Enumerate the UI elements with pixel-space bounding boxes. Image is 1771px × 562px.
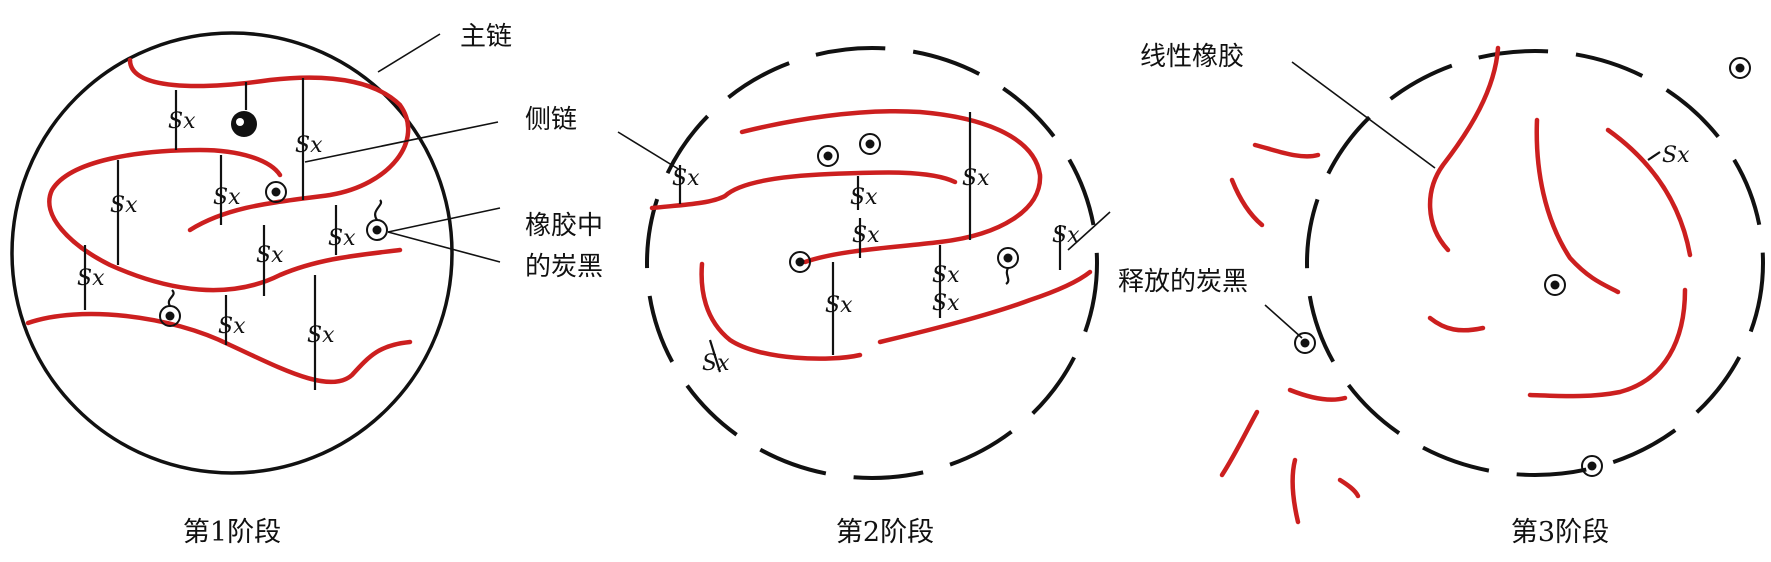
stage-2-boundary <box>645 46 1099 480</box>
label-linear-rubber: 线性橡胶 <box>1140 42 1244 72</box>
rubber-main-chain <box>649 170 958 211</box>
linear-rubber-fragment <box>1534 117 1621 295</box>
rubber-main-chain <box>25 311 413 385</box>
linear-rubber-fragment <box>1427 45 1501 253</box>
carbon-black-particle <box>1581 455 1603 477</box>
crosslink-symbol: Sx <box>168 109 196 134</box>
rubber-main-chain <box>739 108 1043 265</box>
rubber-main-chain <box>127 57 411 233</box>
label-side-chain: 侧链 <box>525 105 577 135</box>
leader-line-carbon-black <box>387 207 501 233</box>
carbon-black-particle <box>366 199 388 241</box>
stage-1-boundary <box>10 31 454 475</box>
label-carbon-black-line2: 的炭黑 <box>525 252 603 282</box>
crosslink-bond <box>708 339 722 373</box>
linear-rubber-fragment <box>1229 177 1265 228</box>
leader-line-side-chain <box>304 121 499 163</box>
crosslink-symbol: Sx <box>850 185 878 210</box>
crosslink-symbol: Sx <box>110 193 138 218</box>
linear-rubber-fragment <box>1427 315 1486 333</box>
crosslink-symbol: Sx <box>702 351 730 376</box>
crosslink-symbol: Sx <box>825 293 853 318</box>
linear-rubber-fragment <box>1605 127 1693 258</box>
rubber-main-chain <box>877 269 1093 345</box>
linear-rubber-fragment <box>1527 287 1688 399</box>
linear-rubber-fragment <box>1287 387 1348 402</box>
crosslink-symbol: Sx <box>218 314 246 339</box>
leader-line-main-chain <box>377 33 441 73</box>
carbon-black-particle <box>789 251 811 273</box>
leader-line-carbon-black <box>387 231 501 263</box>
crosslink-symbol: Sx <box>932 263 960 288</box>
carbon-black-particle <box>265 181 287 203</box>
crosslink-symbol: Sx <box>1052 223 1080 248</box>
stage-1-label: 第1阶段 <box>183 517 281 548</box>
stage-3-panel: Sx <box>1219 45 1765 525</box>
stage-3-boundary <box>1305 49 1765 477</box>
crosslink-bond <box>1647 151 1661 161</box>
crosslink-symbol: Sx <box>328 226 356 251</box>
stage-1-panel: Sx Sx Sx Sx Sx Sx Sx Sx Sx <box>10 31 501 475</box>
leader-line-released-carbon-black <box>1264 304 1303 339</box>
carbon-black-particle <box>817 145 839 167</box>
crosslink-symbol: Sx <box>962 166 990 191</box>
linear-rubber-fragment <box>1337 477 1361 499</box>
carbon-black-particle <box>1544 274 1566 296</box>
label-carbon-black-line1: 橡胶中 <box>525 211 603 241</box>
stage-2-label: 第2阶段 <box>836 517 934 548</box>
carbon-black-particle <box>1294 332 1316 354</box>
stage-3-label: 第3阶段 <box>1511 517 1609 548</box>
crosslink-group: Sx Sx Sx Sx Sx Sx Sx Sx Sx <box>672 112 1080 376</box>
crosslink-group: Sx Sx Sx Sx Sx Sx Sx Sx Sx <box>77 78 356 390</box>
linear-rubber-fragment <box>1290 457 1301 525</box>
leader-line-released-carbon-black <box>1067 211 1111 251</box>
leader-line-side-chain <box>617 131 681 171</box>
linear-rubber-fragment <box>1219 409 1260 478</box>
crosslink-symbol: Sx <box>307 323 335 348</box>
crosslink-symbol: Sx <box>852 223 880 248</box>
linear-rubber-fragment <box>1252 142 1321 159</box>
rubber-main-chain <box>699 261 863 361</box>
carbon-black-particle <box>231 111 257 137</box>
rubber-main-chain <box>47 147 403 293</box>
label-released-carbon-black: 释放的炭黑 <box>1118 267 1248 297</box>
crosslink-symbol: Sx <box>295 133 323 158</box>
carbon-black-particle <box>859 133 881 155</box>
crosslink-symbol: Sx <box>77 266 105 291</box>
leader-line-linear-rubber <box>1291 61 1436 169</box>
crosslink-symbol: Sx <box>672 166 700 191</box>
carbon-black-particle <box>159 289 181 327</box>
carbon-black-particle <box>997 247 1019 285</box>
crosslink-symbol: Sx <box>1662 143 1690 168</box>
crosslink-symbol: Sx <box>213 185 241 210</box>
label-main-chain: 主链 <box>460 22 512 52</box>
carbon-black-particle <box>1729 57 1751 79</box>
stage-2-panel: Sx Sx Sx Sx Sx Sx Sx Sx Sx <box>617 46 1111 480</box>
crosslink-symbol: Sx <box>256 243 284 268</box>
crosslink-symbol: Sx <box>932 291 960 316</box>
